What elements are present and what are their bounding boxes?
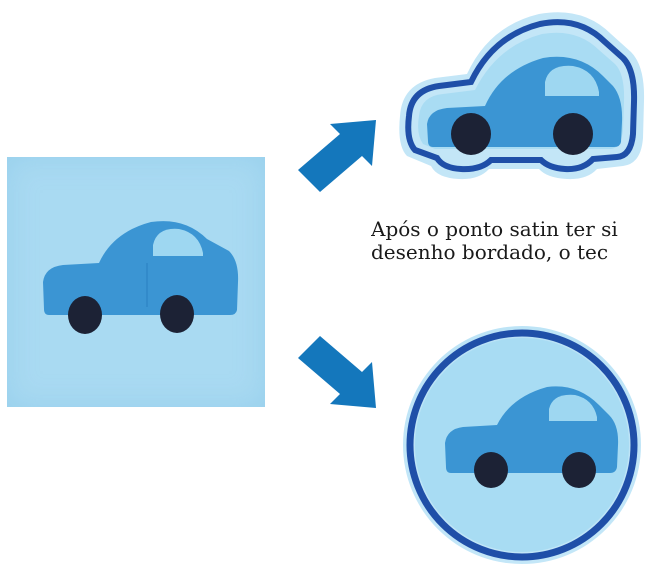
caption-line-1: Após o ponto satin ter si [371, 218, 618, 241]
arrow-down-right-icon [298, 336, 376, 408]
car-embroidery-icon [43, 221, 239, 334]
embroidered-fabric-swatch [7, 157, 265, 407]
car-shaped-patch [399, 12, 645, 180]
caption-line-2: desenho bordado, o tec [371, 240, 609, 264]
caption-text: Após o ponto satin ter si desenho bordad… [371, 218, 657, 264]
round-patch [403, 326, 641, 564]
arrow-up-right-icon [298, 120, 376, 192]
